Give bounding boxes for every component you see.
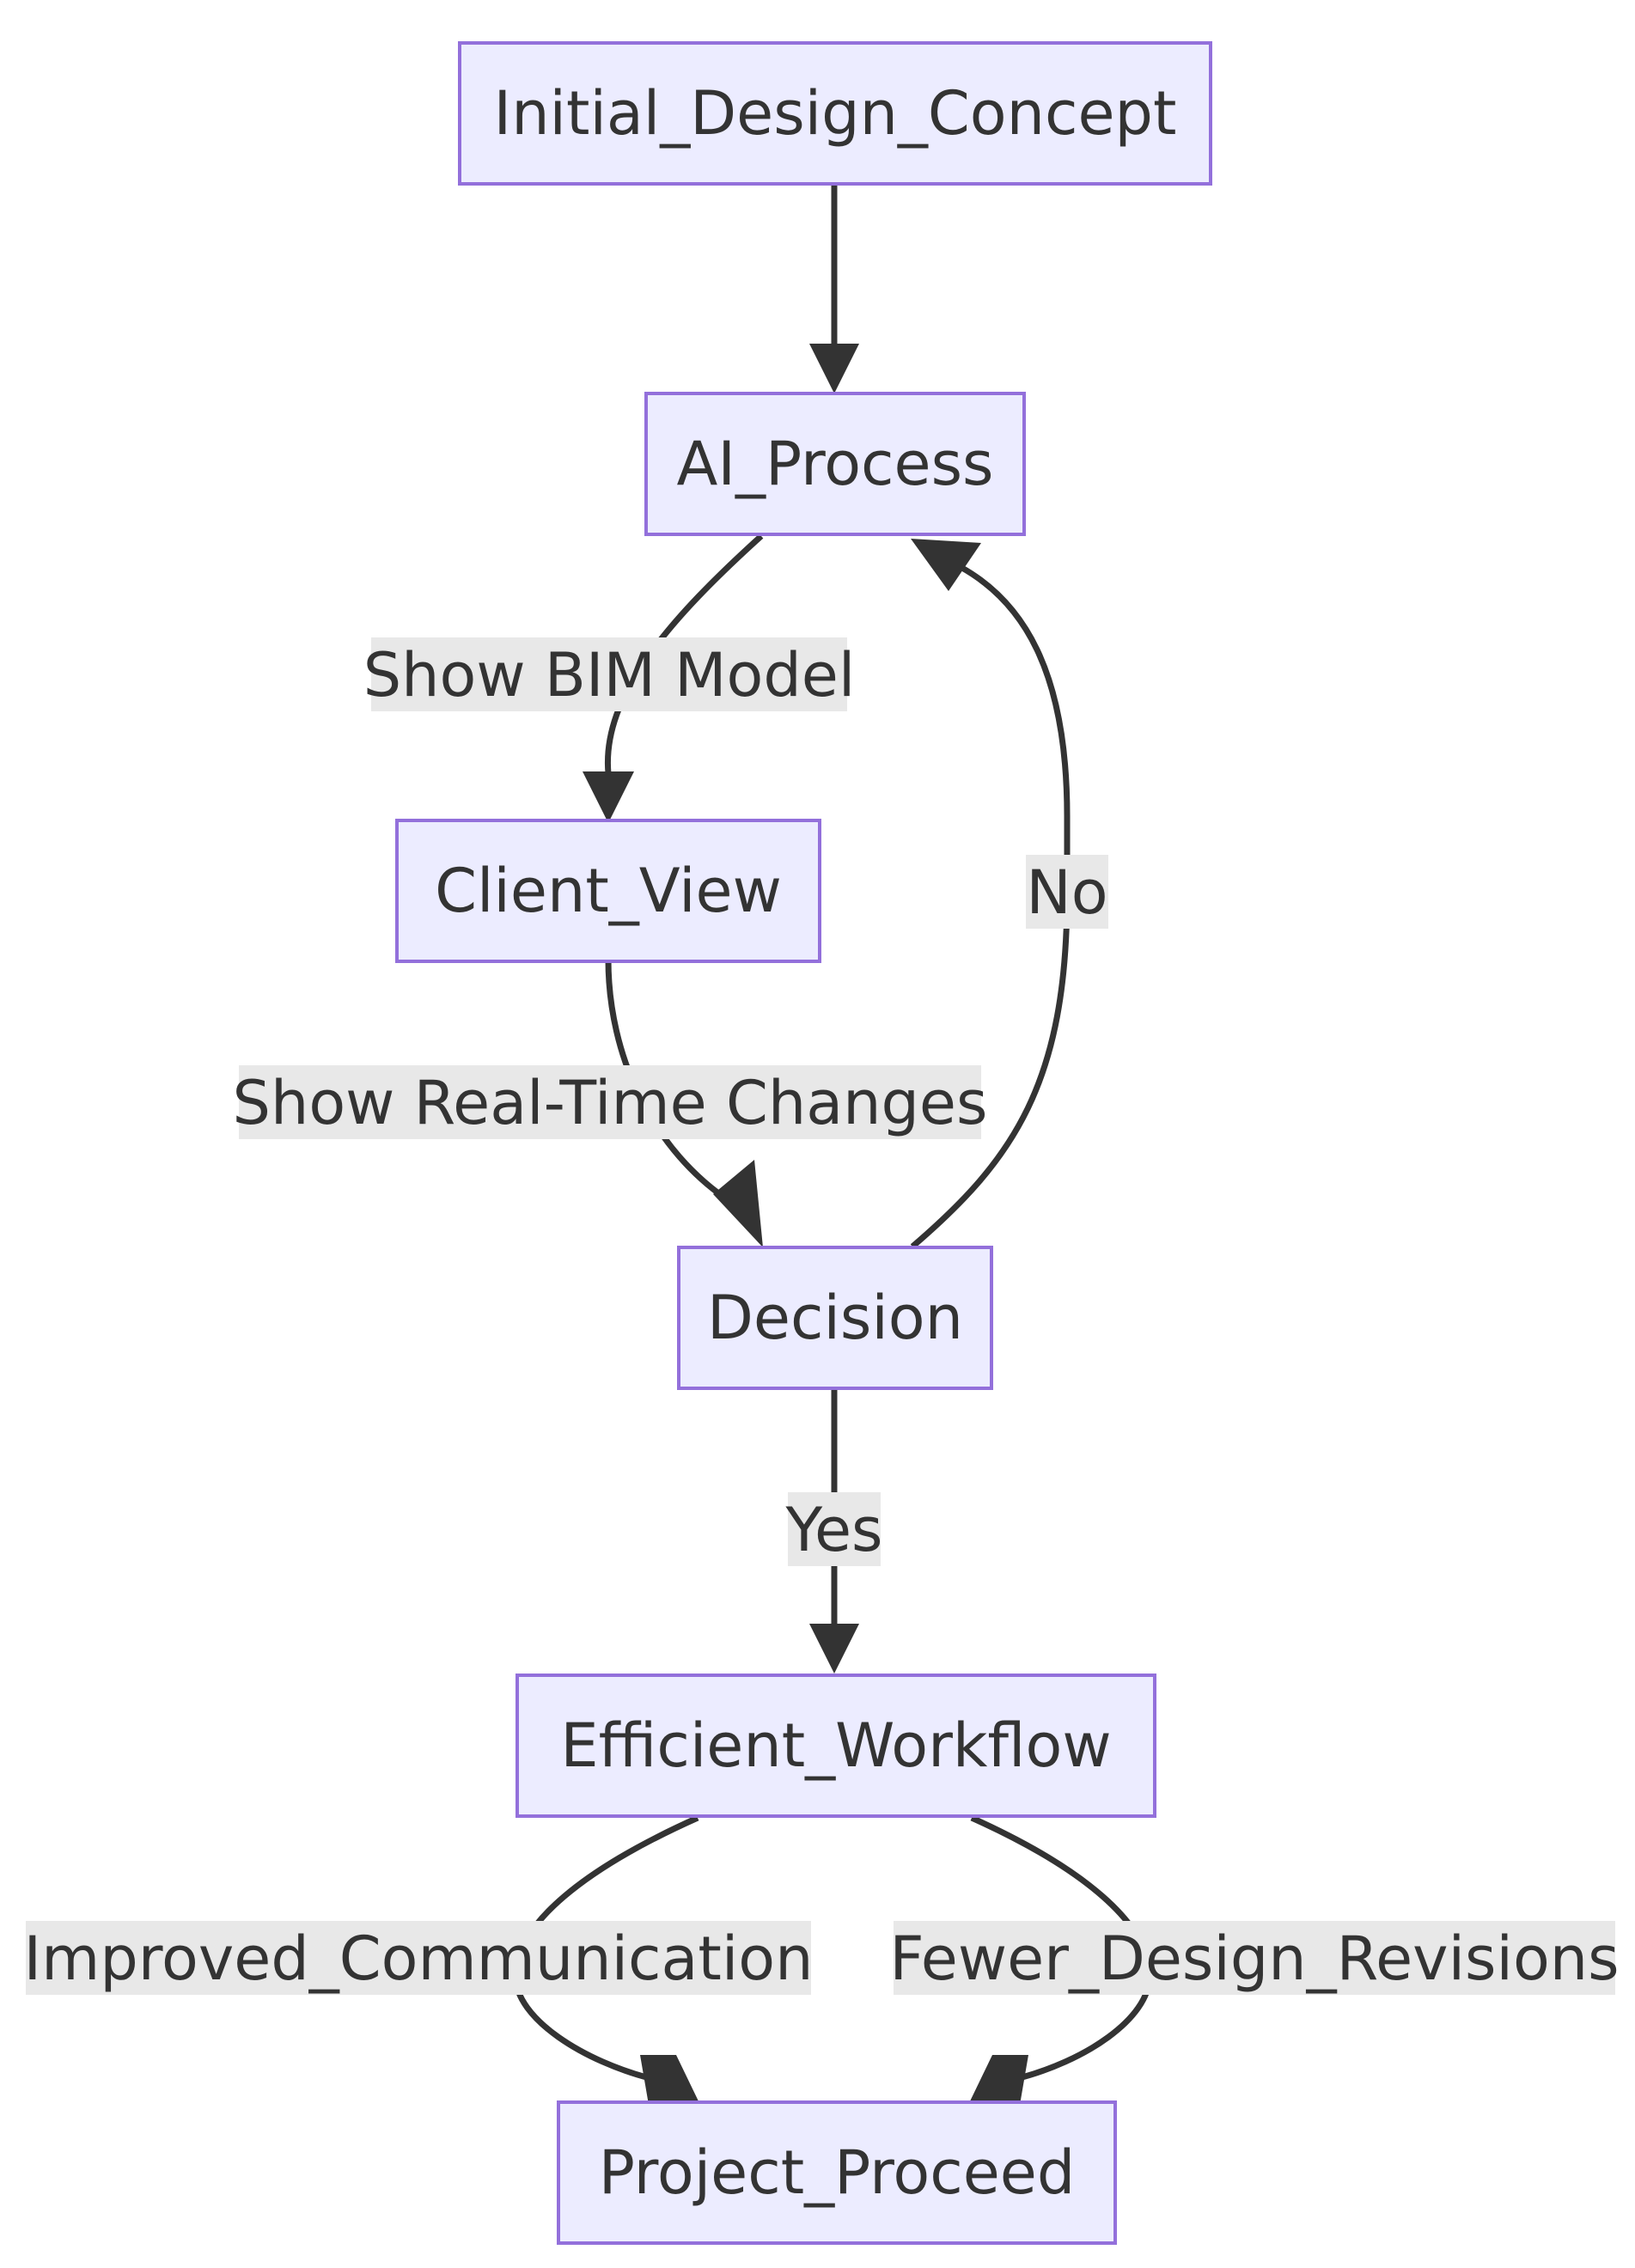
arrowhead-efficient-from-decision bbox=[809, 1624, 859, 1674]
nodes: Initial_Design_Concept AI_Process Client… bbox=[395, 41, 1212, 2245]
svg-text:AI_Process: AI_Process bbox=[676, 429, 993, 499]
arrowhead-proceed-from-left bbox=[640, 2055, 700, 2105]
edge-labels: Show BIM Model Show Real-Time Changes No… bbox=[24, 637, 1620, 1995]
node-decision: Decision bbox=[677, 1246, 993, 1390]
svg-text:No: No bbox=[1026, 857, 1107, 928]
edge-label-show-bim-model: Show BIM Model bbox=[363, 637, 856, 711]
svg-text:Initial_Design_Concept: Initial_Design_Concept bbox=[494, 78, 1177, 149]
edge-label-show-real-time-changes: Show Real-Time Changes bbox=[233, 1065, 988, 1139]
arrowhead-proceed-from-right bbox=[968, 2055, 1028, 2105]
arrowhead-client-from-ai bbox=[583, 771, 634, 823]
svg-text:Show BIM Model: Show BIM Model bbox=[363, 640, 856, 710]
node-initial-design-concept: Initial_Design_Concept bbox=[458, 41, 1212, 186]
svg-text:Efficient_Workflow: Efficient_Workflow bbox=[560, 1710, 1111, 1781]
arrowhead-decision-from-client bbox=[713, 1160, 763, 1247]
svg-text:Client_View: Client_View bbox=[435, 856, 782, 926]
svg-text:Improved_Communication: Improved_Communication bbox=[24, 1924, 814, 1994]
edge-label-improved-communication: Improved_Communication bbox=[24, 1921, 814, 1995]
svg-text:Yes: Yes bbox=[785, 1495, 883, 1565]
node-ai-process: AI_Process bbox=[644, 392, 1026, 536]
svg-text:Project_Proceed: Project_Proceed bbox=[599, 2137, 1076, 2208]
node-client-view: Client_View bbox=[395, 819, 821, 963]
edge-label-no: No bbox=[1026, 855, 1108, 929]
node-efficient-workflow: Efficient_Workflow bbox=[516, 1674, 1156, 1818]
edge-label-yes: Yes bbox=[785, 1492, 883, 1566]
svg-text:Fewer_Design_Revisions: Fewer_Design_Revisions bbox=[889, 1924, 1619, 1994]
svg-text:Decision: Decision bbox=[707, 1283, 963, 1353]
svg-text:Show Real-Time Changes: Show Real-Time Changes bbox=[233, 1068, 988, 1138]
arrowhead-ai-from-initial bbox=[809, 344, 859, 393]
arrowhead-ai-from-decision bbox=[911, 539, 981, 591]
node-project-proceed: Project_Proceed bbox=[557, 2100, 1117, 2245]
edge-label-fewer-design-revisions: Fewer_Design_Revisions bbox=[889, 1921, 1620, 1995]
